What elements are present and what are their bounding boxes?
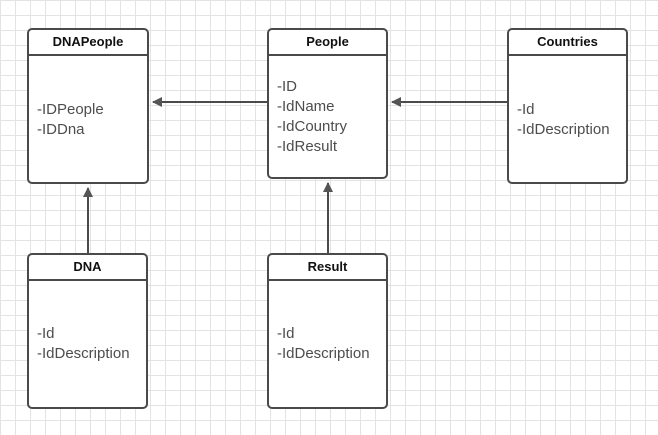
- entity-field: -Id: [517, 101, 535, 118]
- entity-title: DNA: [29, 255, 146, 281]
- entity-field: -IdDescription: [517, 121, 610, 138]
- entity-title: People: [269, 30, 386, 56]
- entity-field: -Id: [37, 325, 55, 342]
- entity-field: -ID: [277, 78, 297, 95]
- entity-field-list: -Id -IdDescription: [509, 100, 626, 140]
- entity-field: -IdDescription: [37, 345, 130, 362]
- entity-countries[interactable]: Countries -Id -IdDescription: [507, 28, 628, 184]
- entity-field: -Id: [277, 325, 295, 342]
- entity-field-list: -Id -IdDescription: [29, 324, 146, 364]
- entity-field: -IDDna: [37, 121, 85, 138]
- entity-title: DNAPeople: [29, 30, 147, 56]
- entity-field-list: -Id -IdDescription: [269, 324, 386, 364]
- entity-field: -IDPeople: [37, 101, 104, 118]
- entity-dna[interactable]: DNA -Id -IdDescription: [27, 253, 148, 409]
- entity-result[interactable]: Result -Id -IdDescription: [267, 253, 388, 409]
- entity-field: -IdResult: [277, 138, 338, 155]
- entity-dnapeople[interactable]: DNAPeople -IDPeople -IDDna: [27, 28, 149, 184]
- entity-title: Countries: [509, 30, 626, 56]
- entity-field: -IdDescription: [277, 345, 370, 362]
- entity-field: -IdCountry: [277, 118, 348, 135]
- entity-field-list: -IDPeople -IDDna: [29, 100, 147, 140]
- entity-people[interactable]: People -ID -IdName -IdCountry -IdResult: [267, 28, 388, 179]
- entity-field: -IdName: [277, 98, 335, 115]
- entity-field-list: -ID -IdName -IdCountry -IdResult: [269, 77, 386, 157]
- entity-title: Result: [269, 255, 386, 281]
